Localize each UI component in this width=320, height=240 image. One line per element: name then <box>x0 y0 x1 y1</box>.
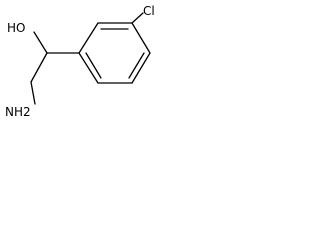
chlorine-label: Cl <box>143 4 155 18</box>
ring-to-cl-bond <box>131 12 144 24</box>
benzene-ring <box>78 22 151 84</box>
side-chain <box>30 12 144 105</box>
amine-label: NH2 <box>5 105 31 119</box>
ring-bond <box>131 52 151 84</box>
ring-bond <box>78 22 99 54</box>
ring-double-bond <box>85 52 102 79</box>
ring-bond <box>78 52 99 84</box>
carbinol-to-oh-bond <box>33 31 48 54</box>
ring-double-bond <box>128 52 145 79</box>
ch2-to-nh2-bond <box>30 81 36 105</box>
hydroxyl-label: HO <box>7 21 25 35</box>
ring-bond <box>131 22 151 54</box>
carbinol-to-ch2-bond <box>30 52 48 83</box>
chemical-structure-diagram: HO NH2 Cl <box>5 4 155 119</box>
